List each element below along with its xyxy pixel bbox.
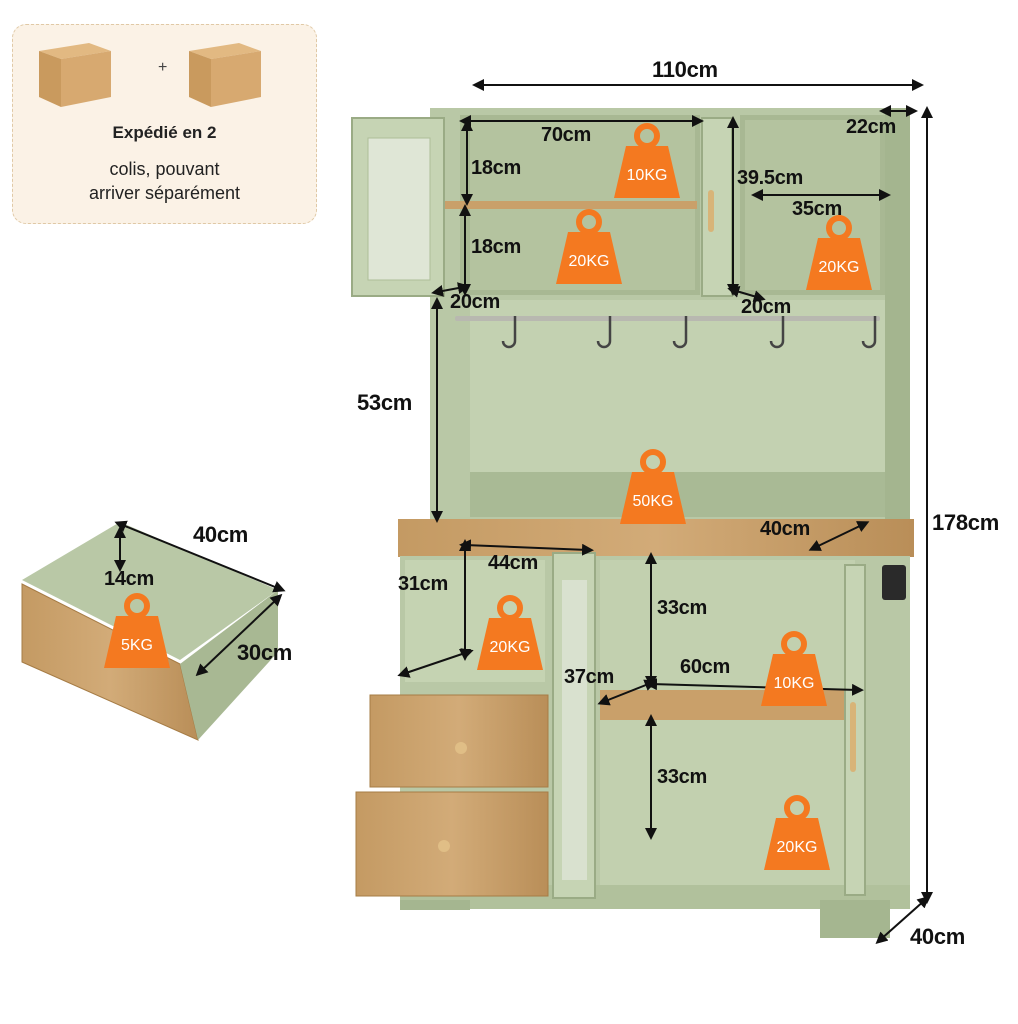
dim-drawer-width: 40cm <box>193 522 249 547</box>
weight-badge-lower-right-shelf: 10KG <box>761 631 827 706</box>
weight-badge-lower-left: 20KG <box>477 595 543 670</box>
dim-lower-left-width: 44cm <box>488 552 538 574</box>
shipping-title: Expédié en 2 <box>112 123 217 142</box>
dim-lower-right-lower-height: 33cm <box>657 766 707 788</box>
hanging-hooks <box>501 316 877 349</box>
weight-badge-top-right: 20KG <box>806 215 872 290</box>
svg-text:50KG: 50KG <box>633 493 674 510</box>
dim-top-right-depth: 20cm <box>741 296 791 318</box>
svg-text:5KG: 5KG <box>121 637 153 654</box>
dim-hutch-height: 53cm <box>357 390 413 415</box>
weight-badge-top-left-lower: 20KG <box>556 209 622 284</box>
lower-glass-doors <box>552 552 906 899</box>
dim-top-left-inner-width: 70cm <box>541 124 591 146</box>
dim-top-left-depth: 20cm <box>450 291 500 313</box>
dim-top-left-upper-height: 18cm <box>471 157 521 179</box>
dim-lower-right-depth: 37cm <box>564 666 614 688</box>
dim-top-left-lower-height: 18cm <box>471 236 521 258</box>
hutch-frame <box>430 108 910 908</box>
svg-text:20KG: 20KG <box>819 259 860 276</box>
shipping-line-2: arriver séparément <box>88 183 241 203</box>
weight-badge-lower-right-bottom: 20KG <box>764 795 830 870</box>
dim-width-total: 110cm <box>652 57 718 82</box>
dimension-arrows <box>114 79 933 944</box>
drawers <box>355 694 549 897</box>
dim-drawer-depth: 30cm <box>237 640 293 665</box>
dim-top-right-height: 39.5cm <box>737 167 804 189</box>
dim-lower-left-height: 31cm <box>398 573 448 595</box>
dim-top-right-width: 35cm <box>792 198 842 220</box>
weight-badge-countertop: 50KG <box>620 449 686 524</box>
dim-counter-depth: 40cm <box>760 518 810 540</box>
cardboard-box-icon <box>189 43 261 107</box>
svg-text:20KG: 20KG <box>777 839 818 856</box>
dim-lower-right-width: 60cm <box>680 656 730 678</box>
weight-badge-top-left-upper: 10KG <box>614 123 680 198</box>
plus-sign: + <box>158 59 168 76</box>
cardboard-box-icon <box>39 43 111 107</box>
dim-drawer-height: 14cm <box>104 568 154 590</box>
svg-text:20KG: 20KG <box>569 253 610 270</box>
dim-top-depth: 22cm <box>846 116 896 138</box>
dim-height-total: 178cm <box>932 510 1000 535</box>
svg-text:10KG: 10KG <box>774 675 815 692</box>
svg-text:20KG: 20KG <box>490 639 531 656</box>
shipping-info-box: + Expédié en 2 colis, pouvant arriver sé… <box>12 24 317 224</box>
dim-lower-right-upper-height: 33cm <box>657 597 707 619</box>
shipping-line-1: colis, pouvant <box>109 159 220 179</box>
svg-text:10KG: 10KG <box>627 167 668 184</box>
dim-depth-total: 40cm <box>910 924 966 949</box>
weight-badge-drawer: 5KG <box>104 593 170 668</box>
